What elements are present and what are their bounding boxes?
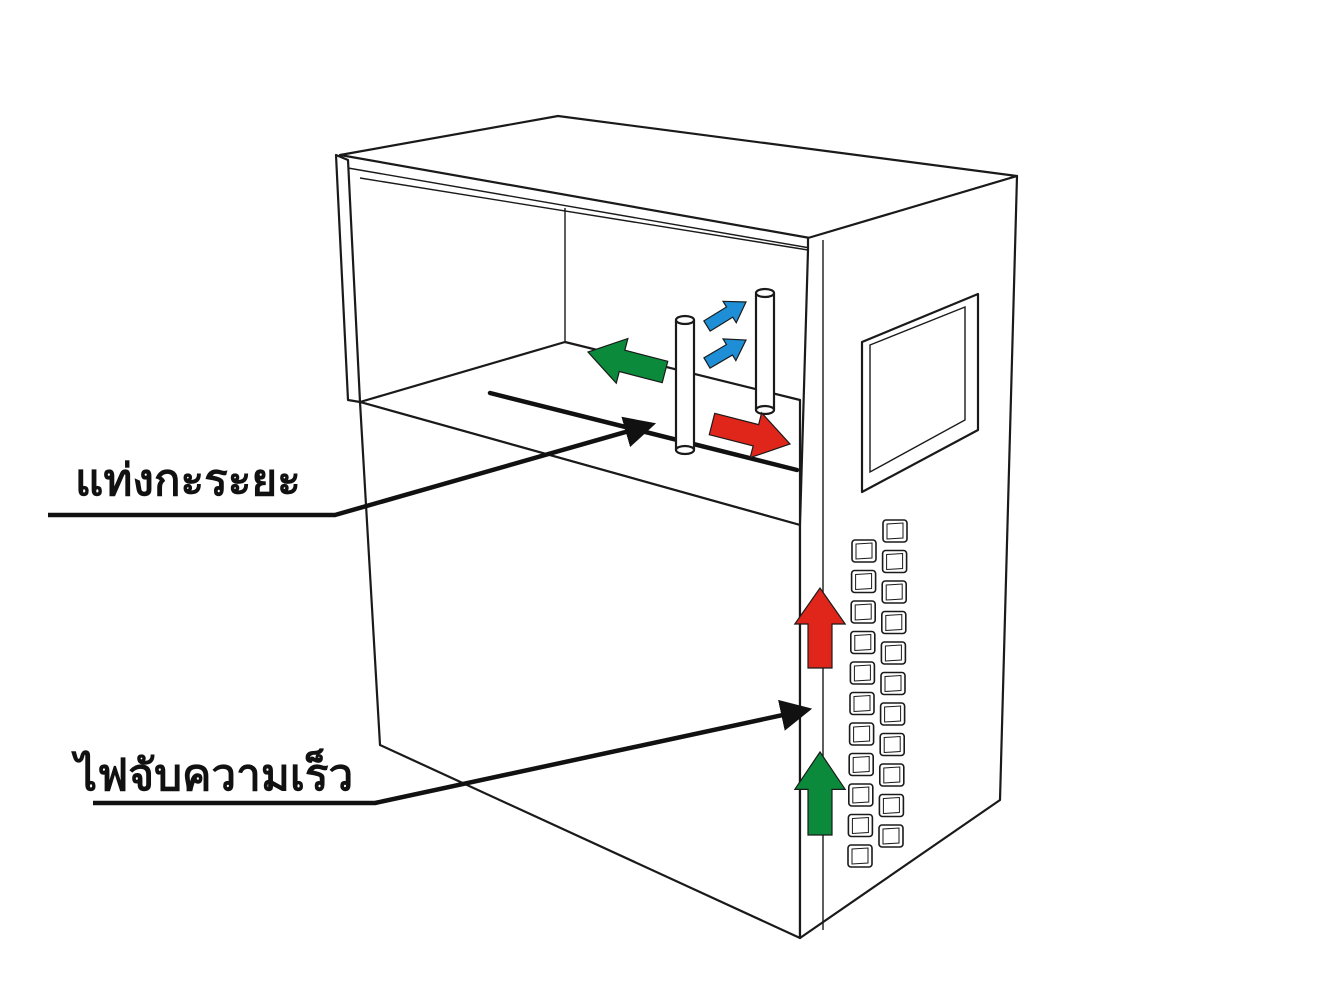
side-window bbox=[860, 292, 980, 494]
speed-sensor-label: ไฟจับความเร็ว bbox=[71, 748, 353, 800]
red-up-arrow-icon bbox=[793, 586, 847, 669]
square-led-icon bbox=[880, 610, 907, 635]
square-led-icon bbox=[847, 844, 873, 868]
square-led-icon bbox=[880, 671, 906, 696]
distance-rod-label: แท่งกะระยะ bbox=[75, 456, 301, 505]
square-led-icon bbox=[880, 641, 907, 665]
square-led-icon bbox=[849, 630, 876, 655]
speed-sensor-leader bbox=[93, 699, 813, 806]
square-led-icon bbox=[847, 783, 874, 807]
square-led-icon bbox=[851, 539, 877, 563]
upper-compartment-back bbox=[359, 177, 809, 342]
green-left-arrow-icon bbox=[586, 337, 669, 385]
square-led-icon bbox=[847, 813, 874, 838]
square-led-icon bbox=[878, 824, 904, 848]
blue-up-right-arrow-icon-1 bbox=[703, 300, 747, 332]
red-right-arrow-icon bbox=[708, 411, 792, 459]
square-led-icon bbox=[849, 661, 876, 685]
square-led-icon bbox=[882, 519, 908, 543]
cabinet-left-post bbox=[334, 153, 362, 404]
square-led-icon bbox=[849, 691, 875, 716]
blue-up-right-arrow-icon-2 bbox=[703, 338, 747, 369]
square-led-icon bbox=[850, 569, 877, 594]
post-back bbox=[754, 287, 776, 416]
square-led-icon bbox=[878, 763, 905, 787]
arrow-layer bbox=[586, 300, 847, 836]
distance-rod-leader bbox=[48, 416, 657, 518]
cabinet bbox=[334, 114, 1019, 940]
post-front bbox=[674, 314, 696, 456]
square-led-icon bbox=[879, 702, 906, 726]
side-window-inner bbox=[869, 305, 966, 474]
square-led-icon bbox=[881, 549, 908, 574]
square-led-icon bbox=[879, 732, 906, 757]
square-led-icon bbox=[881, 580, 908, 604]
square-led-icon bbox=[848, 752, 875, 777]
square-led-icon bbox=[850, 600, 877, 624]
square-led-icon bbox=[848, 722, 875, 746]
speed-sensor-led-grid bbox=[847, 519, 908, 868]
square-led-icon bbox=[878, 793, 905, 818]
green-up-arrow-icon bbox=[793, 750, 847, 836]
